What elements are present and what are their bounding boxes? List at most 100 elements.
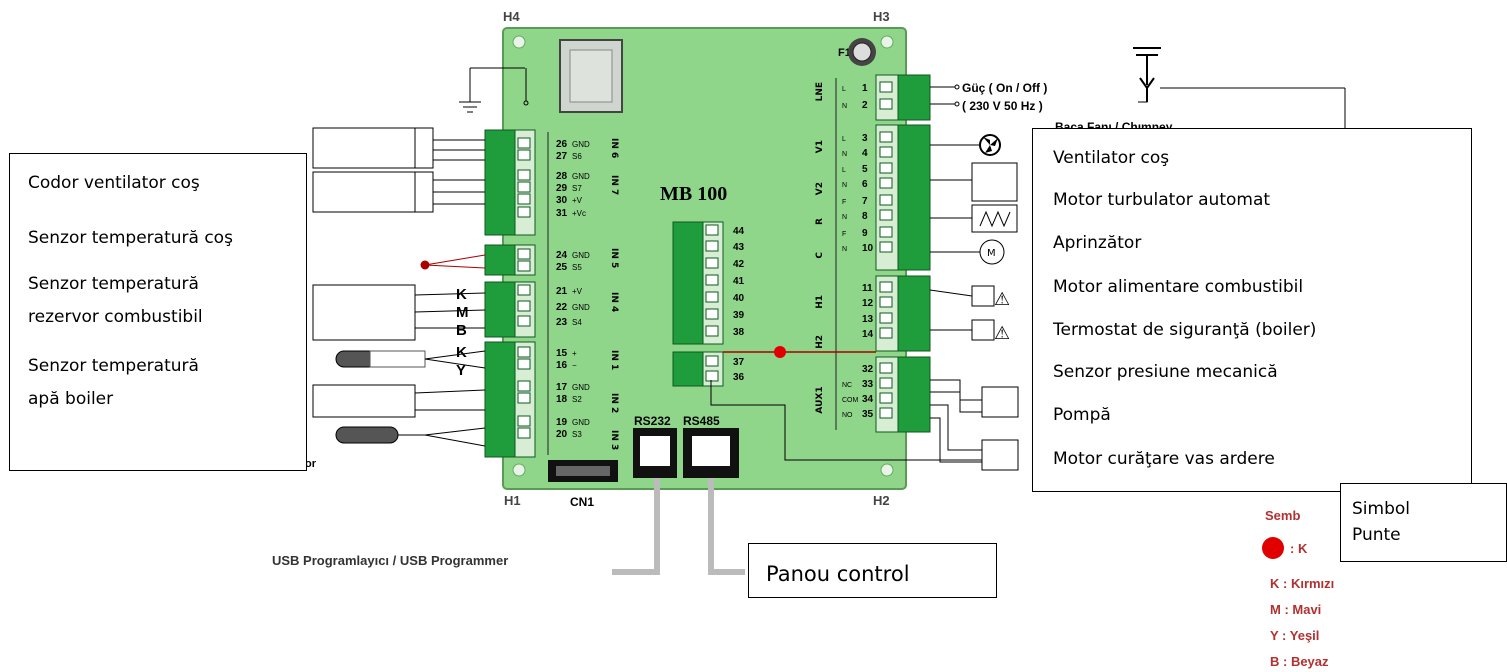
terminal-screw — [879, 281, 893, 293]
pin-label: 39 — [733, 310, 745, 321]
symbol-label: Simbol — [1352, 499, 1410, 519]
terminal-screw — [517, 315, 531, 327]
pin-signal: GND — [572, 303, 590, 312]
wire-letter: Y — [456, 362, 466, 379]
right-label: Motor curăţare vas ardere — [1053, 449, 1275, 469]
pin-label: 37 — [733, 357, 745, 368]
svg-text:M: M — [987, 248, 996, 259]
corner-h4: H4 — [503, 9, 520, 24]
pin-label: 42 — [733, 259, 745, 270]
group-label: H2 — [815, 335, 825, 349]
in-group-label: IN 3 — [609, 430, 619, 450]
wire-letter: K — [456, 344, 467, 361]
terminal-screw — [705, 370, 719, 382]
right-label: Aprinzător — [1053, 233, 1142, 253]
pin-label: 10 — [862, 243, 874, 254]
mount-hole — [880, 463, 894, 477]
pin-signal: S5 — [572, 263, 582, 272]
left-label: Senzor temperatură — [28, 356, 199, 376]
legend-item: B : Beyaz — [1270, 654, 1329, 669]
igniter-icon — [971, 204, 1018, 233]
terminal-screw — [879, 194, 893, 206]
in-group-label: IN 6 — [609, 138, 619, 158]
terminal-screw — [517, 380, 531, 392]
panel-annotation-box — [748, 543, 997, 598]
pin-label: 16 — [556, 360, 568, 371]
terminal-screw — [517, 181, 531, 193]
pin-signal: GND — [572, 140, 590, 149]
pin-label: 26 — [556, 139, 568, 150]
right-label: Pompă — [1053, 405, 1111, 425]
terminal-screw — [879, 146, 893, 158]
terminal-screw — [879, 209, 893, 221]
pin-signal: +V — [572, 287, 583, 296]
terminal-screw — [879, 81, 893, 93]
terminal-screw — [705, 240, 719, 252]
rs485-label: RS485 — [683, 414, 720, 428]
group-label: AUX1 — [815, 386, 825, 413]
terminal-screw — [517, 149, 531, 161]
terminal-screw — [879, 296, 893, 308]
pin-label: 5 — [862, 164, 868, 175]
pin-label: 23 — [556, 317, 568, 328]
legend-item: Y : Yeşil — [1270, 628, 1319, 643]
legend-item: M : Mavi — [1270, 602, 1321, 617]
pin-signal: NO — [842, 412, 853, 419]
pin-label: 40 — [733, 293, 745, 304]
terminal-screw — [879, 131, 893, 143]
group-label: LNE — [815, 82, 825, 101]
corner-h2: H2 — [873, 493, 890, 508]
pin-label: 21 — [556, 286, 568, 297]
pin-signal: L — [842, 136, 846, 143]
pin-label: 11 — [862, 283, 873, 294]
cn1-label: CN1 — [570, 495, 594, 509]
terminal-screw — [517, 415, 531, 427]
pin-signal: N — [842, 214, 847, 221]
terminal-screw — [517, 193, 531, 205]
pin-signal: +Vc — [572, 209, 586, 218]
pin-label: 9 — [862, 228, 868, 239]
pin-signal: N — [842, 151, 847, 158]
terminal-screw — [517, 392, 531, 404]
rs232-label: RS232 — [634, 414, 671, 428]
terminal-screw — [517, 206, 531, 218]
left-label: Senzor temperatură coş — [28, 228, 233, 248]
pin-label: 29 — [556, 183, 568, 194]
pin-label: 4 — [862, 148, 868, 159]
terminal-screw — [705, 224, 719, 236]
pin-signal: GND — [572, 251, 590, 260]
pin-label: 13 — [862, 314, 874, 325]
left-annotation-box — [9, 153, 307, 471]
pin-signal: N — [842, 246, 847, 253]
symbol-label: Punte — [1352, 525, 1401, 545]
right-label: Termostat de siguranţă (boiler) — [1053, 320, 1317, 340]
right-label: Motor alimentare combustibil — [1053, 277, 1304, 297]
left-sensors — [312, 127, 486, 447]
usb-programmer-label: USB Programlayıcı / USB Programmer — [272, 553, 508, 568]
pin-signal: S6 — [572, 152, 582, 161]
terminal-screw — [517, 284, 531, 296]
terminal-screw — [879, 392, 893, 404]
wire-letter: K — [456, 286, 467, 303]
pin-label: 2 — [862, 100, 868, 111]
group-label: C — [815, 252, 825, 259]
board-title: MB 100 — [660, 183, 727, 205]
in-group-label: IN 2 — [609, 393, 619, 413]
terminal-screw — [517, 169, 531, 181]
pin-label: 3 — [862, 133, 868, 144]
pin-signal: F — [842, 231, 846, 238]
symbol-annotation-box — [1340, 483, 1507, 562]
pin-signal: N — [842, 103, 847, 110]
terminal-screw — [517, 300, 531, 312]
mount-hole — [880, 35, 894, 49]
mount-hole — [512, 463, 526, 477]
bridge-dot — [774, 346, 786, 358]
left-label: apă boiler — [28, 389, 114, 409]
pin-label: 31 — [556, 208, 568, 219]
terminal-screw — [705, 325, 719, 337]
pin-label: 27 — [556, 151, 568, 162]
group-label: R — [815, 218, 825, 225]
terminal-screw — [879, 162, 893, 174]
pin-signal: GND — [572, 418, 590, 427]
pin-signal: S7 — [572, 184, 582, 193]
